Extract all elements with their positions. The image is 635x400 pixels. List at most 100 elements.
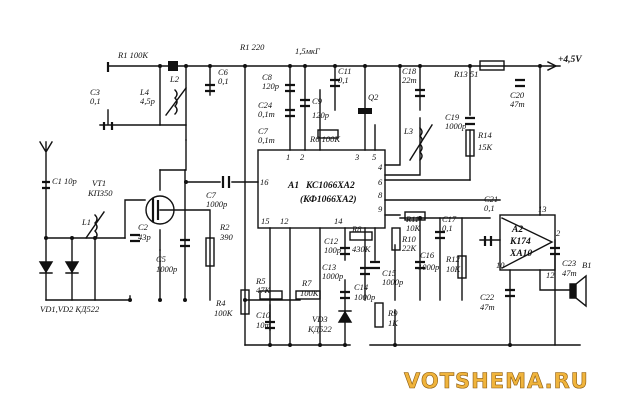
c7-top-value: 0,1m xyxy=(258,135,275,145)
c21-label: C21 xyxy=(484,194,498,204)
chip-a2-labels: A2 К174 ХА10 13 10 2 12 xyxy=(496,204,561,280)
c13-label: C13 xyxy=(322,262,336,272)
c14-body xyxy=(340,290,350,300)
chip-a1 xyxy=(257,149,386,229)
a1-pin1: 1 xyxy=(286,152,290,162)
r2-value: 390 xyxy=(219,232,234,242)
c7-body xyxy=(221,176,231,188)
c14-label: C14 xyxy=(354,282,369,292)
c12-label: C12 xyxy=(324,236,339,246)
r13-body xyxy=(479,60,505,71)
c10-label: C10 xyxy=(256,310,271,320)
chip-a1-labels: A1 КС1066ХА2 (КФ1066ХА2) 1 2 3 5 4 6 16 … xyxy=(260,152,383,226)
c18-label: C18 xyxy=(402,66,417,76)
r1-body xyxy=(168,61,178,71)
vd3-label: VD3 xyxy=(312,314,328,324)
c7-value: 1000p xyxy=(206,199,227,209)
c5-label: C5 xyxy=(156,254,166,264)
r7-body xyxy=(295,290,321,300)
vd3-value: КД522 xyxy=(307,324,333,334)
c20-value: 47m xyxy=(510,99,525,109)
r6-body xyxy=(317,129,339,139)
c10-value: 10m xyxy=(256,320,271,330)
r7-label: R7 xyxy=(301,278,312,288)
c7-label: C7 xyxy=(206,190,217,200)
r9-body xyxy=(374,302,384,328)
amp-triangle xyxy=(501,217,554,269)
components xyxy=(38,60,587,347)
c16-label: C16 xyxy=(420,250,435,260)
r9-label: R9 xyxy=(387,308,398,318)
c5-body xyxy=(180,238,190,248)
a2-pin10: 10 xyxy=(496,260,505,270)
c23-value: 47m xyxy=(562,268,577,278)
c17-body xyxy=(435,230,445,240)
c2-body xyxy=(130,233,140,243)
c22-value: 47m xyxy=(480,302,495,312)
r4-body xyxy=(240,289,250,315)
c9-value: 120p xyxy=(312,110,329,120)
c24-label: C24 xyxy=(258,100,273,110)
c7-top-label: C7 xyxy=(258,126,269,136)
r5-label: R5 xyxy=(255,276,265,286)
r8-body xyxy=(349,231,373,241)
q2-label: Q2 xyxy=(368,92,379,102)
c6-body xyxy=(205,83,215,93)
r5-body xyxy=(259,290,283,300)
c19-label: C19 xyxy=(445,112,460,122)
r5-value: 47K xyxy=(256,285,272,295)
c9-body xyxy=(300,98,310,108)
c23-label: C23 xyxy=(562,258,576,268)
c1-label: C1 10p xyxy=(52,176,77,186)
r14-body xyxy=(465,129,475,157)
c14-value: 1000p xyxy=(354,292,375,302)
vd12-label: VD1,VD2 КД522 xyxy=(40,304,100,314)
a1-pin8: 8 xyxy=(378,190,383,200)
l1-body xyxy=(85,211,105,240)
a1-pin14: 14 xyxy=(334,216,343,226)
c16-body xyxy=(415,260,425,270)
watermark-text: VOTSHEMA.RU xyxy=(404,369,589,393)
r14-label: R14 xyxy=(477,130,492,140)
r12-label: R12 xyxy=(445,254,460,264)
r4-value: 100K xyxy=(214,308,234,318)
c18-value: 22m xyxy=(402,75,417,85)
c1-body xyxy=(42,180,50,190)
a1-pin6: 6 xyxy=(378,177,383,187)
l2-label: L2 xyxy=(169,74,180,84)
a2-name: К174 xyxy=(509,237,531,247)
b1-label: B1 xyxy=(582,260,591,270)
a1-pin15: 15 xyxy=(261,216,270,226)
vt1-gate xyxy=(151,198,160,222)
vd3-body xyxy=(337,310,353,323)
c15-body xyxy=(370,260,380,270)
c24-body xyxy=(285,108,295,118)
r11-value: 10K xyxy=(406,223,422,233)
a1-pin9: 9 xyxy=(378,204,383,214)
b1-body xyxy=(569,283,577,299)
a1-ref: A1 xyxy=(287,181,299,191)
r4-label: R4 xyxy=(215,298,226,308)
c18-body xyxy=(415,88,425,98)
vt1-body xyxy=(145,195,175,225)
vt1-label: VT1 xyxy=(92,178,106,188)
a1-pin5: 5 xyxy=(372,152,376,162)
r7-value: 100K xyxy=(300,288,320,298)
c8-value: 120p xyxy=(262,81,279,91)
component-labels: R1 100K R1 220 1,5мкГ +4,5V C3 0,1 L4 4,… xyxy=(40,42,591,334)
c6-label: C6 xyxy=(218,67,229,77)
r10-label: R10 xyxy=(401,234,416,244)
r8-value: 430K xyxy=(352,244,372,254)
c5-value: 1000p xyxy=(156,264,177,274)
r2-body xyxy=(205,237,215,267)
c15-value: 1000p xyxy=(382,277,403,287)
q2-body xyxy=(358,108,372,114)
vd1-body xyxy=(38,261,54,274)
c16-value: 1000p xyxy=(418,262,439,272)
b1-cone xyxy=(575,274,587,308)
a2-pin13: 13 xyxy=(538,204,547,214)
r2-label: R2 xyxy=(219,222,230,232)
a1-name: КС1066ХА2 xyxy=(305,181,355,191)
